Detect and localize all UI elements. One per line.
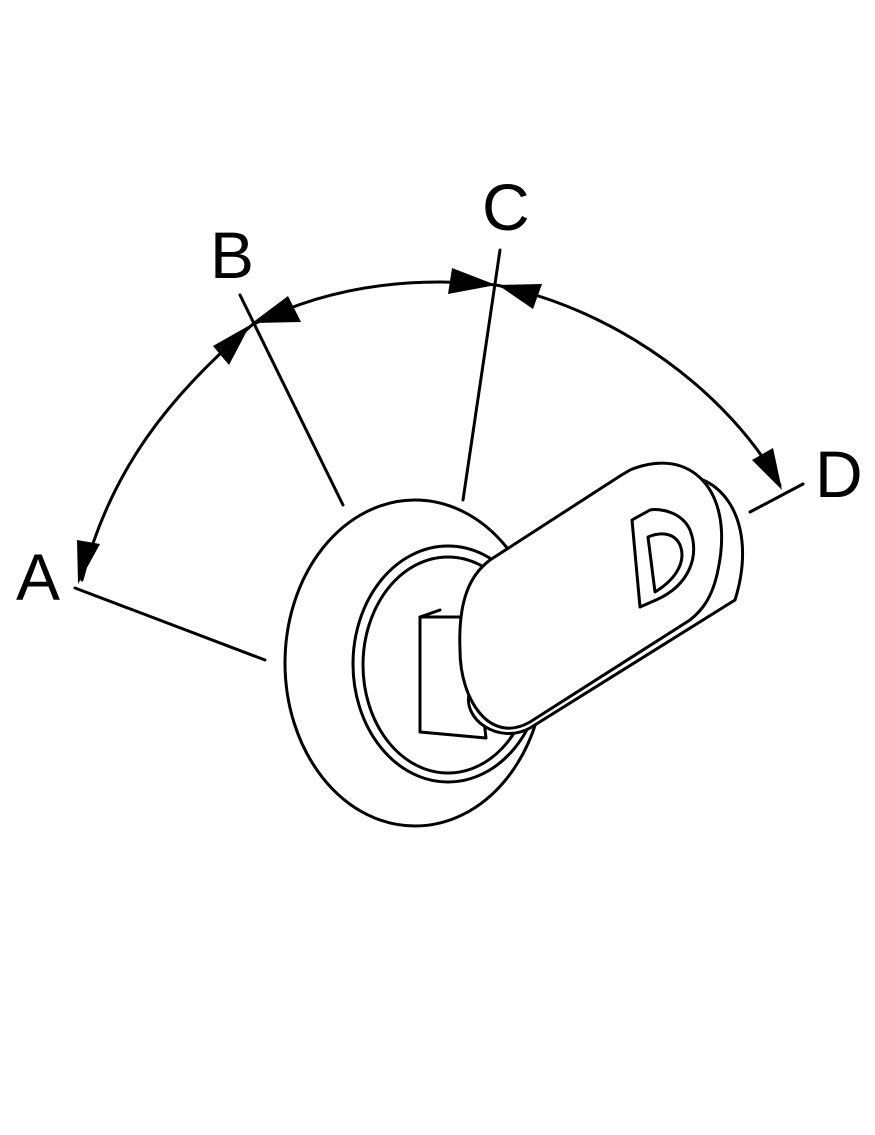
- position-line-b: [238, 293, 345, 507]
- position-label-c: C: [482, 170, 530, 244]
- travel-arc-a-b: [80, 323, 254, 582]
- arrowhead-b-lower: [213, 325, 250, 365]
- position-line-c: [461, 248, 502, 502]
- arrowhead-a: [77, 540, 100, 584]
- travel-arc-c-d: [494, 283, 782, 487]
- position-label-b: B: [210, 218, 254, 292]
- toggle-lever: [458, 461, 745, 735]
- position-label-d: D: [815, 437, 863, 511]
- position-label-a: A: [16, 540, 60, 614]
- arrowhead-c-left: [448, 268, 496, 294]
- position-line-d: [748, 482, 805, 514]
- arrowhead-c-right: [498, 284, 542, 309]
- arrowhead-b-upper: [252, 296, 301, 323]
- arrowhead-d: [752, 448, 782, 490]
- lever-d-mark: [630, 508, 696, 609]
- position-line-a: [73, 586, 267, 662]
